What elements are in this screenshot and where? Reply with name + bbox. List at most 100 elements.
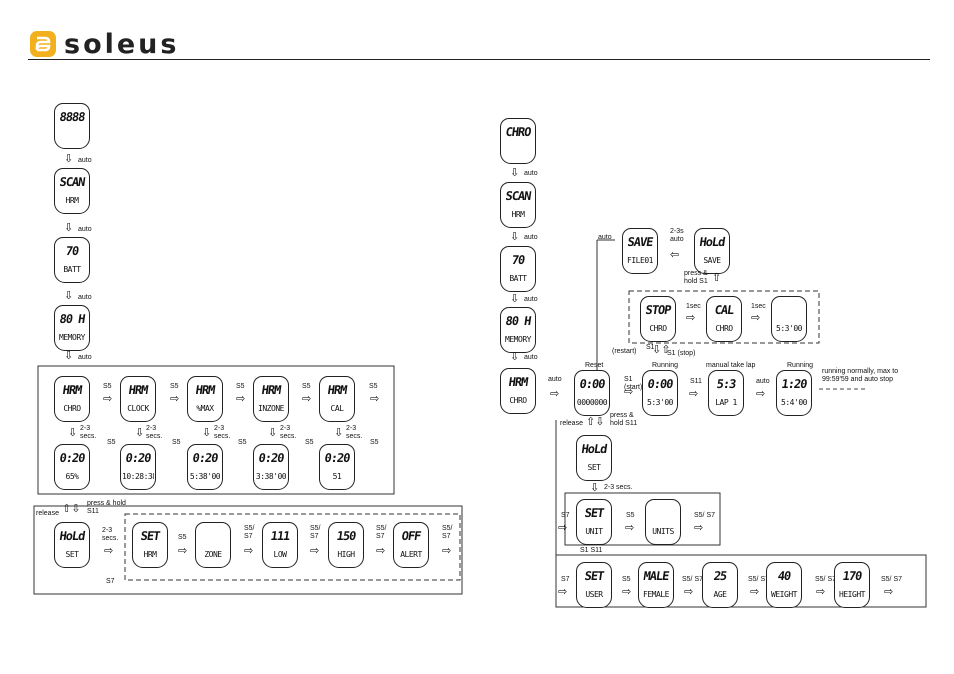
s1-stop-label: S1 (stop) [667,350,696,357]
header-divider [28,59,930,60]
down-arrow-icon: ⇩ [590,481,600,494]
auto-label: auto [78,294,92,301]
auto-label: auto [78,226,92,233]
auto-23-label: 2-3s auto [670,228,684,243]
right-arrow-icon: ⇨ [310,544,320,557]
right-arrow-icon: ⇨ [884,585,894,598]
s5s7-label: S5/ S7 [244,525,255,540]
right-arrow-icon: ⇨ [302,392,312,405]
s5s7-label: S5/ S7 [815,576,837,583]
auto-label: auto [524,170,538,177]
right-arrow-icon: ⇨ [244,544,254,557]
s7-label: S7 [561,576,570,583]
secs-label: 2-3 secs. [146,425,163,440]
secs-label: 2-3 secs. [80,425,97,440]
s5s7-label: S5/ S7 [694,512,716,519]
s5s7-label: S5/ S7 [748,576,770,583]
watch-mode-max: HRM%MAX [187,376,223,422]
right-arrow-icon: ⇨ [442,544,452,557]
secs-label: 2-3 secs. [604,484,633,491]
watch-stop-time: 5:3'00 [771,296,807,342]
up-down-arrow-icon: ⇧⇩ [62,502,81,515]
right-arrow-icon: ⇨ [558,521,568,534]
up-down-arrow-icon: ⇩⇧ [652,343,671,356]
s5s7-label: S5/ S7 [442,525,453,540]
right-arrow-icon: ⇨ [756,387,766,400]
auto-label: auto [548,376,562,383]
running-label: Running [652,362,679,369]
right-arrow-icon: ⇨ [624,385,634,398]
auto-label: auto [78,354,92,361]
s5-label: S5 [302,383,311,390]
down-arrow-icon: ⇩ [64,349,74,362]
s5s7-label: S5/ S7 [310,525,321,540]
right-arrow-icon: ⇨ [751,311,761,324]
right-arrow-icon: ⇨ [689,387,699,400]
right-arrow-icon: ⇨ [625,521,635,534]
s5-label: S5 [369,383,378,390]
reset-label: Reset [585,362,604,369]
right-arrow-icon: ⇨ [103,392,113,405]
auto-label: auto [598,234,612,241]
s1-label: S1 [646,344,655,351]
watch-chro: CHRO [500,118,536,164]
down-arrow-icon: ⇩ [334,426,344,439]
secs-label: 2-3 secs. [102,527,119,542]
watch-zone: ZONE [195,522,231,568]
manual-lap-label: manual take lap [706,362,756,369]
s5-label: S5 [170,383,179,390]
s5-label: S5 [370,439,379,446]
right-arrow-icon: ⇨ [558,585,568,598]
s5-label: S5 [107,439,116,446]
s7-label: S7 [106,578,115,585]
one-sec-label: 1sec [686,303,701,310]
right-arrow-icon: ⇨ [816,585,826,598]
s5-label: S5 [622,576,631,583]
s5-label: S5 [178,534,187,541]
secs-label: 2-3 secs. [214,425,231,440]
right-arrow-icon: ⇨ [370,392,380,405]
down-arrow-icon: ⇩ [268,426,278,439]
right-arrow-icon: ⇨ [622,585,632,598]
right-arrow-icon: ⇨ [684,585,694,598]
s1s11-label: S1 S11 [580,547,603,554]
s11-label: S11 [690,378,702,385]
s5-label: S5 [305,439,314,446]
down-arrow-icon: ⇩ [135,426,145,439]
down-arrow-icon: ⇩ [64,289,74,302]
one-sec-label: 1sec [751,303,766,310]
running-note: running normally, max to 99:59'59 and au… [822,368,899,383]
auto-label: auto [524,234,538,241]
auto-label: auto [524,296,538,303]
down-arrow-icon: ⇩ [202,426,212,439]
s5-label: S5 [626,512,635,519]
down-arrow-icon: ⇩ [68,426,78,439]
s5s7-label: S5/ S7 [376,525,387,540]
press-hold-label: press & hold S11 [87,500,126,515]
press-hold-s1-label: press & hold S1 [684,270,708,285]
